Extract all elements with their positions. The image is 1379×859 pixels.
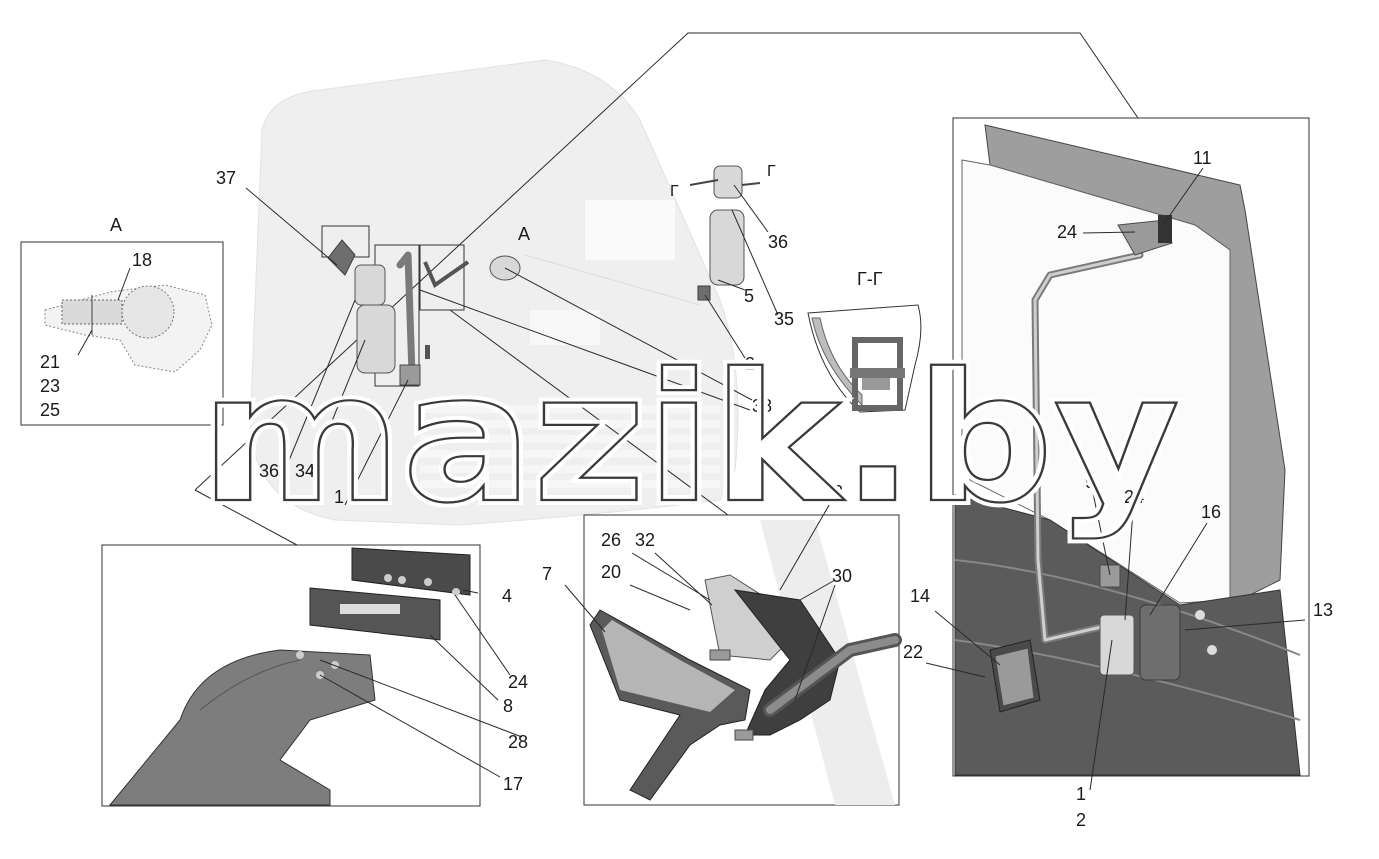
callout-38: 38: [752, 396, 772, 416]
svg-text:mazik.by: mazik.by: [200, 335, 1180, 542]
callout-26: 26: [601, 530, 621, 550]
callout-24-door-top: 24: [1057, 222, 1077, 242]
callout-28: 28: [508, 732, 528, 752]
callout-18: 18: [132, 250, 152, 270]
callout-7: 7: [542, 564, 552, 584]
callout-2-top: 2: [745, 354, 755, 374]
callout-17: 17: [503, 774, 523, 794]
callout-32: 32: [635, 530, 655, 550]
callout-21: 21: [40, 352, 60, 372]
callout-labels: 37 18 21 23 25 36 34 1 36 35 5 2 38 3 4 …: [40, 148, 1333, 830]
callout-22: 22: [903, 642, 923, 662]
callout-36-left: 36: [259, 461, 279, 481]
left-mirror-group: [321, 225, 521, 387]
callout-25: 25: [40, 400, 60, 420]
view-a-box: [20, 241, 224, 426]
callout-3: 3: [833, 482, 843, 502]
callout-11: 11: [1193, 148, 1212, 168]
callout-30: 30: [832, 566, 852, 586]
callout-1-bottom: 1: [1076, 784, 1086, 804]
callout-24-door-mid: 24: [1124, 487, 1144, 507]
callout-14: 14: [910, 586, 930, 606]
right-mirror-group: [689, 165, 761, 301]
section-mark-right: Г: [767, 163, 776, 180]
callout-9: 9: [1085, 472, 1095, 492]
callout-8: 8: [503, 696, 513, 716]
callout-16: 16: [1201, 502, 1221, 522]
section-mark-left: Г: [670, 183, 679, 200]
callout-35: 35: [774, 309, 794, 329]
callout-5: 5: [744, 286, 754, 306]
watermark: mazik.by mazik.by: [195, 330, 1185, 547]
view-a-title: A: [110, 215, 122, 235]
door-detail: [952, 117, 1310, 777]
callout-36-right: 36: [768, 232, 788, 252]
section-g-g: [807, 304, 922, 413]
view-connector-lines: [194, 32, 1139, 546]
cab-silhouette: [249, 59, 739, 526]
callout-leaders: [77, 167, 1306, 791]
callout-23: 23: [40, 376, 60, 396]
svg-text:mazik.by: mazik.by: [200, 335, 1180, 542]
callout-13: 13: [1313, 600, 1333, 620]
callout-2-bottom: 2: [1076, 810, 1086, 830]
section-gg-title: Г-Г: [857, 269, 883, 289]
callout-20: 20: [601, 562, 621, 582]
callout-24-bracket: 24: [508, 672, 528, 692]
callout-34: 34: [295, 461, 315, 481]
callout-37: 37: [216, 168, 236, 188]
callout-4: 4: [502, 586, 512, 606]
arm-detail: [583, 514, 902, 806]
callout-1-left: 1: [334, 487, 344, 507]
bracket-detail: [101, 544, 481, 807]
view-a-marker: A: [518, 224, 530, 244]
